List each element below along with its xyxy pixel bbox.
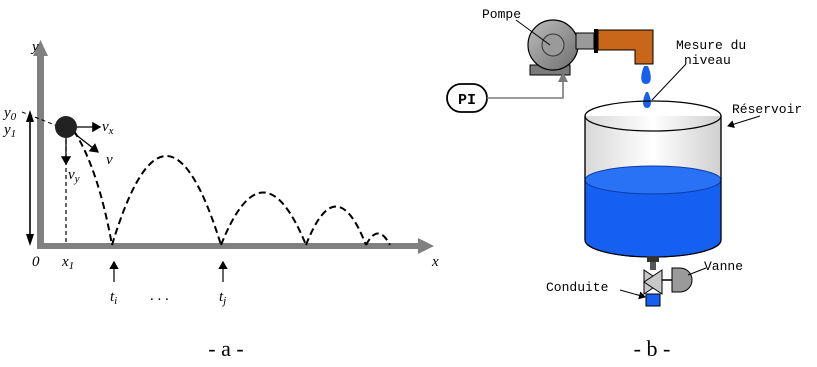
v-arrow bbox=[74, 133, 100, 153]
origin-label: 0 bbox=[32, 254, 40, 270]
caption-b: - b - bbox=[634, 336, 671, 361]
ball bbox=[55, 116, 77, 138]
panel-b: PI bbox=[446, 7, 802, 361]
level-label-line2: niveau bbox=[684, 53, 731, 68]
ellipsis-label: . . . bbox=[150, 288, 169, 304]
pi-controller: PI bbox=[446, 83, 488, 113]
y1-label: y1 bbox=[2, 122, 16, 140]
pump-label: Pompe bbox=[482, 7, 521, 22]
vx-label: νx bbox=[102, 119, 114, 137]
pi-signal-line bbox=[487, 72, 568, 99]
outlet-pipe bbox=[597, 29, 654, 65]
pump-pointer bbox=[515, 19, 551, 46]
axis-y-label: y bbox=[30, 39, 39, 55]
y-axis bbox=[33, 40, 48, 247]
panel-a: y x 0 y0 y1 x1 νx νy ν ti . . . tj - a - bbox=[2, 39, 439, 361]
svg-text:PI: PI bbox=[458, 92, 476, 109]
bounce-trajectory bbox=[73, 130, 391, 246]
level-pointer bbox=[651, 63, 687, 101]
axis-x-label: x bbox=[431, 254, 439, 270]
vy-label: νy bbox=[68, 167, 80, 185]
caption-a: - a - bbox=[208, 336, 243, 361]
ti-label: ti bbox=[110, 289, 117, 307]
pump bbox=[527, 19, 598, 76]
x-axis bbox=[37, 238, 434, 254]
valve-label: Vanne bbox=[704, 259, 743, 274]
valve-assembly bbox=[643, 256, 693, 307]
height-arrow bbox=[26, 110, 34, 246]
reservoir-label: Réservoir bbox=[732, 102, 802, 117]
level-label-line1: Mesure du bbox=[676, 38, 746, 53]
water-drops bbox=[641, 66, 651, 108]
v-label: ν bbox=[106, 152, 113, 168]
y0-label: y0 bbox=[2, 105, 17, 123]
pipe-pointer bbox=[619, 289, 646, 300]
valve-pointer bbox=[687, 267, 707, 276]
reservoir-pointer bbox=[727, 115, 761, 129]
tj-label: tj bbox=[219, 289, 226, 307]
x1-label: x1 bbox=[61, 254, 74, 272]
reservoir bbox=[584, 100, 722, 258]
pipe-label: Conduite bbox=[546, 280, 608, 295]
